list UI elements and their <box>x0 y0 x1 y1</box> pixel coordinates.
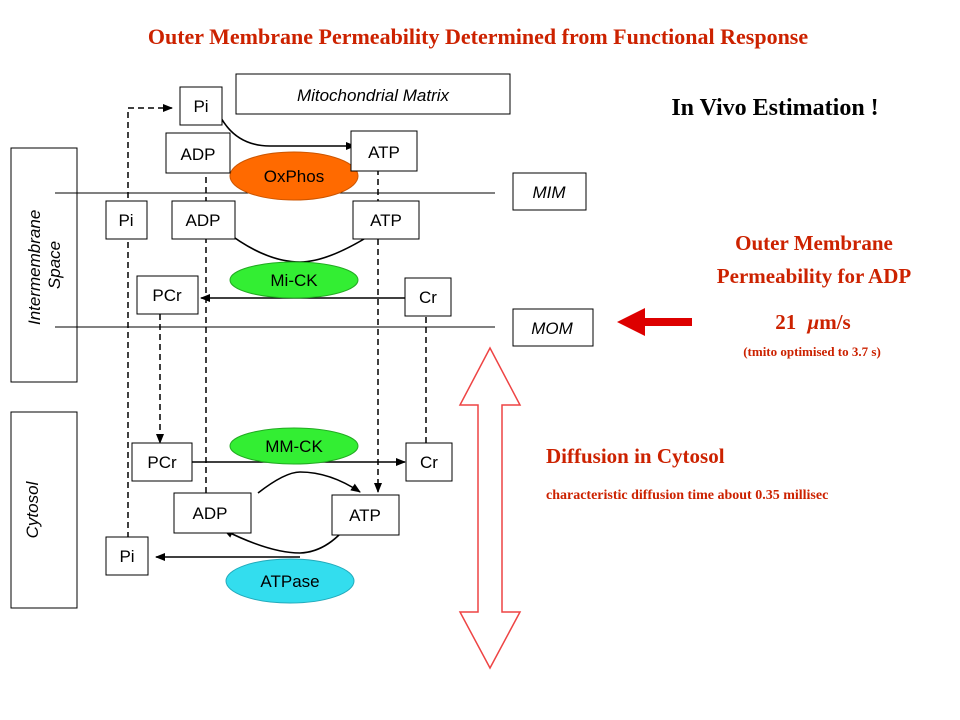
pi-dashed-transport <box>127 104 173 538</box>
pi-matrix-label: Pi <box>193 97 208 116</box>
result-heading-line1: Outer Membrane <box>735 231 893 255</box>
mmck-label: MM-CK <box>265 437 323 456</box>
atpase-ellipse <box>225 558 355 604</box>
result-heading-line2: Permeability for ADP <box>717 264 912 288</box>
mmck-ellipse <box>229 427 359 465</box>
atpase-label: ATPase <box>260 572 319 591</box>
mom-box <box>512 308 594 347</box>
cr-ims-box <box>404 277 452 317</box>
red-pointer-arrow <box>617 308 692 336</box>
atp-ims-label: ATP <box>370 211 402 230</box>
atp-ims-box <box>352 200 420 240</box>
slide-title: Outer Membrane Permeability Determined f… <box>148 24 809 49</box>
oxphos-label: OxPhos <box>264 167 324 186</box>
pi-cytosol-box <box>105 536 149 576</box>
atp-matrix-label: ATP <box>368 143 400 162</box>
adp-ims-label: ADP <box>186 211 221 230</box>
oxphos-reaction-arrow <box>219 115 356 150</box>
pcr-ims-box <box>136 275 199 315</box>
mmck-adp-curve <box>257 471 301 494</box>
diffusion-detail: characteristic diffusion time about 0.35… <box>546 488 828 503</box>
mom-label: MOM <box>531 319 573 338</box>
diffusion-double-arrow <box>458 346 522 670</box>
oxphos-ellipse <box>229 151 359 201</box>
mick-label: Mi-CK <box>270 271 318 290</box>
pi-matrix-box <box>179 86 223 126</box>
cr-cytosol-box <box>405 442 453 482</box>
diffusion-heading: Diffusion in Cytosol <box>546 444 725 468</box>
permeability-value: 21 μm/s <box>775 310 850 334</box>
adp-matrix-label: ADP <box>181 145 216 164</box>
cr-cytosol-label: Cr <box>420 453 438 472</box>
adp-cytosol-box <box>173 492 252 534</box>
tmito-note: (tmito optimised to 3.7 s) <box>743 344 881 359</box>
pcr-ims-label: PCr <box>152 286 182 305</box>
mick-ellipse <box>229 261 359 299</box>
mim-box <box>512 172 587 211</box>
intermembrane-box <box>10 147 78 383</box>
matrix-box <box>235 73 511 115</box>
cytosol-label: Cytosol <box>23 480 42 538</box>
matrix-label: Mitochondrial Matrix <box>297 86 450 105</box>
pi-cytosol-label: Pi <box>119 547 134 566</box>
pcr-cytosol-label: PCr <box>147 453 177 472</box>
pi-ims-label: Pi <box>118 211 133 230</box>
intermembrane-label: Intermembrane Space <box>25 205 64 325</box>
adp-cytosol-label: ADP <box>193 504 228 523</box>
atp-matrix-box <box>350 130 418 172</box>
mim-label: MIM <box>532 183 566 202</box>
adp-matrix-box <box>165 132 231 174</box>
atp-cytosol-box <box>331 494 400 536</box>
mmck-atp-arrow <box>299 471 361 493</box>
adp-ims-box <box>171 200 236 240</box>
in-vivo-headline: In Vivo Estimation ! <box>671 95 878 121</box>
pi-ims-box <box>105 200 148 240</box>
cr-ims-label: Cr <box>419 288 437 307</box>
pcr-cytosol-box <box>131 442 193 482</box>
cytosol-box <box>10 411 78 609</box>
atp-cytosol-label: ATP <box>349 506 381 525</box>
